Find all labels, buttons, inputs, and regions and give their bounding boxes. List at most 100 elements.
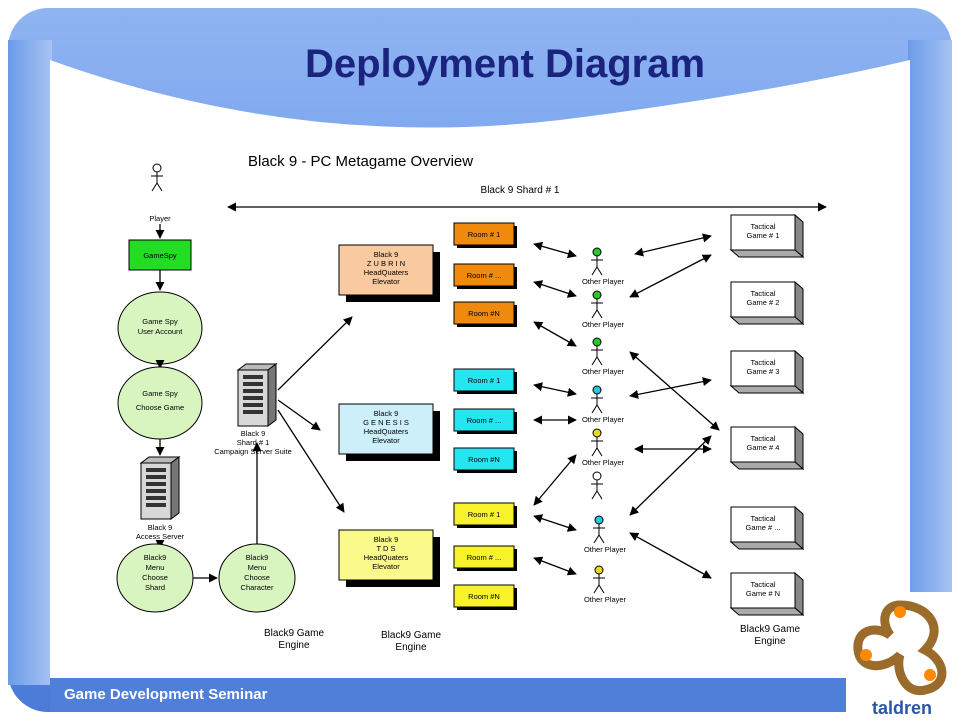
room-genesis-1-box [453,368,515,392]
access-server-bay-1 [146,468,166,472]
arrow-room-player-1 [533,241,577,259]
other-player-7-leg-left [593,534,600,544]
hq-zubrin-box [338,244,434,296]
other-player-1-head [592,247,602,257]
other-player-7-label: Other Player [584,545,627,554]
player-figure-leg-right [156,182,163,192]
footer-text: Game Development Seminar [64,686,268,703]
tactical-game-6-line-1: Tactical [750,580,775,589]
other-player-3-label: Other Player [582,367,625,376]
room-zubrin-2-label: Room # ... [467,271,502,280]
engine-label-left-line-2: Engine [278,640,310,651]
tactical-game-6-bottom [729,607,805,616]
arrow-player-tactical-4 [629,377,712,399]
access-server-bay-3 [146,482,166,486]
access-server-label-line-1: Black 9 [148,523,173,532]
logo-wordmark: taldren [872,698,932,718]
tactical-game-2-line-2: Game # 2 [747,298,780,307]
arrow-room-player-3 [533,321,577,347]
hq-tds-box [338,529,434,581]
other-player-1-label: Other Player [582,277,625,286]
hq-zubrin-line-4: Elevator [372,277,400,286]
shard-server-label-line-1: Black 9 [241,429,266,438]
tactical-game-3-line-1: Tactical [750,358,775,367]
other-player-8-head [594,565,604,575]
player-label: Player [149,214,171,223]
engine-label-left-line-1: Black9 Game [264,628,324,639]
other-player-8-label: Other Player [584,595,627,604]
other-player-6-leg-right [596,490,603,500]
hq-genesis-line-1: Black 9 [374,409,399,418]
footer-bar [50,678,850,712]
tactical-game-2-bottom [729,316,805,325]
logo-gem-right [924,669,936,681]
arrow-room-player-2 [533,280,577,298]
room-tds-1-box [453,502,515,526]
hq-tds-line-3: HeadQuaters [364,553,409,562]
arrow-player-tactical-2 [629,254,712,298]
other-player-2-leg-left [591,309,598,319]
tactical-game-5-line-2: Game # ... [745,523,780,532]
player-figure-head [152,163,162,173]
room-tds-2-box [453,545,515,569]
tactical-game-1-bottom [729,249,805,258]
room-genesis-3-box [453,447,515,471]
room-zubrin-1-label: Room # 1 [468,230,501,239]
shard-server-bay-6 [243,410,263,414]
arrow-shard-to-zubrin [277,316,353,391]
logo-knot [853,600,947,696]
tactical-game-4-line-2: Game # 4 [747,443,780,452]
access-server-bay-2 [146,475,166,479]
other-player-1-leg-right [596,266,603,276]
shard-server-bay-4 [243,396,263,400]
hq-genesis-line-3: HeadQuaters [364,427,409,436]
access-server-bay-6 [146,503,166,507]
engine-label-right-line-2: Engine [754,636,786,647]
other-player-5-leg-right [596,447,603,457]
other-player-2-leg-right [596,309,603,319]
gs-account-line-1: Game Spy [142,317,178,326]
room-tds-2-label: Room # ... [467,553,502,562]
arrow-shard-to-genesis [277,399,321,431]
hq-zubrin-line-2: Z U B R I N [367,259,405,268]
other-player-6-head [592,471,602,481]
room-zubrin-3-box [453,301,515,325]
other-player-4-leg-right [596,404,603,414]
menu-shard-line-3: Choose [142,573,168,582]
tactical-game-1-line-1: Tactical [750,222,775,231]
other-player-5-label: Other Player [582,458,625,467]
shard-label: Black 9 Shard # 1 [481,185,560,196]
engine-label-middle-line-2: Engine [395,642,427,653]
tactical-game-5-bottom [729,541,805,550]
arrow-player-tactical-6 [629,532,712,579]
hq-zubrin-line-1: Black 9 [374,250,399,259]
other-player-6-leg-left [591,490,598,500]
other-player-8-leg-right [598,584,605,594]
other-player-7-leg-right [598,534,605,544]
tactical-game-6-face [730,572,796,609]
tactical-game-4-bottom [729,461,805,470]
shard-server-bay-5 [243,403,263,407]
other-player-1-leg-left [591,266,598,276]
hq-genesis-box [338,403,434,455]
menu-shard-line-4: Shard [145,583,165,592]
access-server-bay-5 [146,496,166,500]
menu-shard-line-2: Menu [146,563,165,572]
tactical-game-1-face [730,214,796,251]
hq-genesis-line-4: Elevator [372,436,400,445]
gamespy-label: GameSpy [143,251,177,260]
tactical-game-3-face [730,350,796,387]
hq-tds-line-2: T D S [376,544,395,553]
tactical-game-3-line-2: Game # 3 [747,367,780,376]
gs-account-line-2: User Account [138,327,184,336]
room-tds-1-label: Room # 1 [468,510,501,519]
room-genesis-2-box [453,408,515,432]
tactical-game-2-line-1: Tactical [750,289,775,298]
tactical-game-6-line-2: Game # N [746,589,780,598]
room-zubrin-1-box [453,222,515,246]
shard-server-side [267,363,277,427]
room-tds-3-box [453,584,515,608]
